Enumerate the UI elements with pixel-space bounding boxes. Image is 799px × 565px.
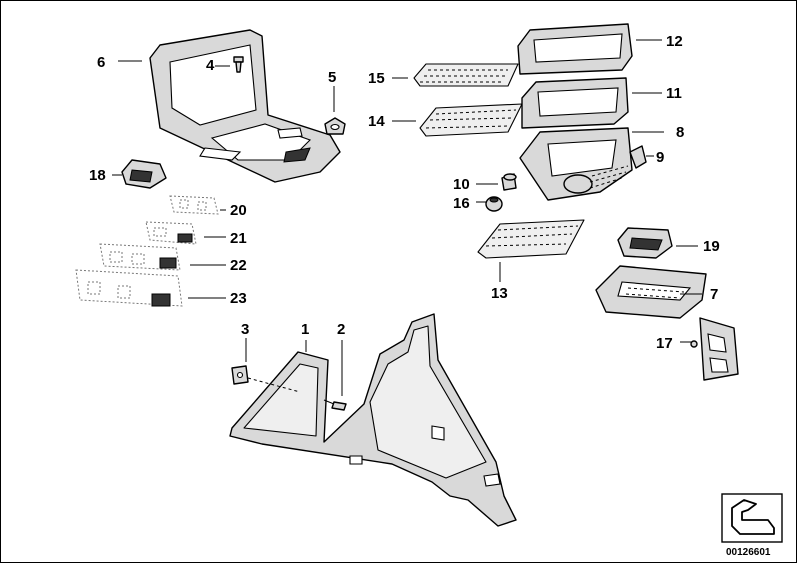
label-1: 1 bbox=[301, 321, 309, 338]
label-15: 15 bbox=[368, 70, 385, 87]
label-17: 17 bbox=[656, 335, 673, 352]
label-20: 20 bbox=[230, 202, 247, 219]
part-2-screw[interactable] bbox=[323, 399, 347, 411]
part-8-holder[interactable] bbox=[519, 127, 633, 201]
label-6: 6 bbox=[97, 54, 105, 71]
label-23: 23 bbox=[230, 290, 247, 307]
label-21: 21 bbox=[230, 230, 247, 247]
part-19-tray[interactable] bbox=[617, 227, 673, 259]
label-5: 5 bbox=[328, 69, 336, 86]
label-13: 13 bbox=[491, 285, 508, 302]
part-10-bulb-holder[interactable] bbox=[501, 173, 517, 191]
part-5-nut[interactable] bbox=[324, 117, 346, 135]
diagram-code-box: 00126601 bbox=[721, 493, 783, 558]
part-11-storage-tray[interactable] bbox=[521, 77, 629, 129]
arrow-symbol-icon bbox=[731, 499, 775, 535]
label-19: 19 bbox=[703, 238, 720, 255]
part-1-centre-console[interactable] bbox=[229, 313, 517, 527]
label-16: 16 bbox=[453, 195, 470, 212]
part-labels: 6 4 5 15 14 18 20 21 22 23 12 11 8 9 10 … bbox=[89, 33, 720, 352]
part-9-cover[interactable] bbox=[629, 145, 647, 169]
part-21-clip[interactable] bbox=[145, 221, 197, 245]
part-14-mat[interactable] bbox=[419, 103, 523, 137]
label-2: 2 bbox=[337, 321, 345, 338]
label-10: 10 bbox=[453, 176, 470, 193]
part-20-clip[interactable] bbox=[169, 195, 219, 215]
label-3: 3 bbox=[241, 321, 249, 338]
label-14: 14 bbox=[368, 113, 385, 130]
part-6-console-trim[interactable] bbox=[149, 29, 341, 183]
part-16-bulb[interactable] bbox=[485, 196, 503, 212]
part-13-mat[interactable] bbox=[477, 219, 585, 259]
label-22: 22 bbox=[230, 257, 247, 274]
leader-lines bbox=[112, 39, 702, 396]
part-22-clip[interactable] bbox=[99, 243, 181, 271]
part-15-mat[interactable] bbox=[413, 63, 519, 87]
label-8: 8 bbox=[676, 124, 684, 141]
part-3-clip-nut[interactable] bbox=[231, 365, 249, 385]
part-23-clip[interactable] bbox=[75, 269, 183, 307]
label-9: 9 bbox=[656, 149, 664, 166]
label-4: 4 bbox=[206, 57, 215, 74]
label-18: 18 bbox=[89, 167, 106, 184]
label-11: 11 bbox=[666, 85, 682, 102]
diagram-code: 00126601 bbox=[726, 547, 771, 558]
part-4-screw[interactable] bbox=[233, 56, 244, 73]
part-12-storage-tray[interactable] bbox=[517, 23, 633, 75]
label-12: 12 bbox=[666, 33, 683, 50]
label-7: 7 bbox=[710, 286, 718, 303]
part-17-switch-bracket[interactable] bbox=[690, 317, 739, 381]
part-7-shift-plate[interactable] bbox=[595, 265, 707, 319]
part-18-bracket[interactable] bbox=[121, 159, 167, 189]
